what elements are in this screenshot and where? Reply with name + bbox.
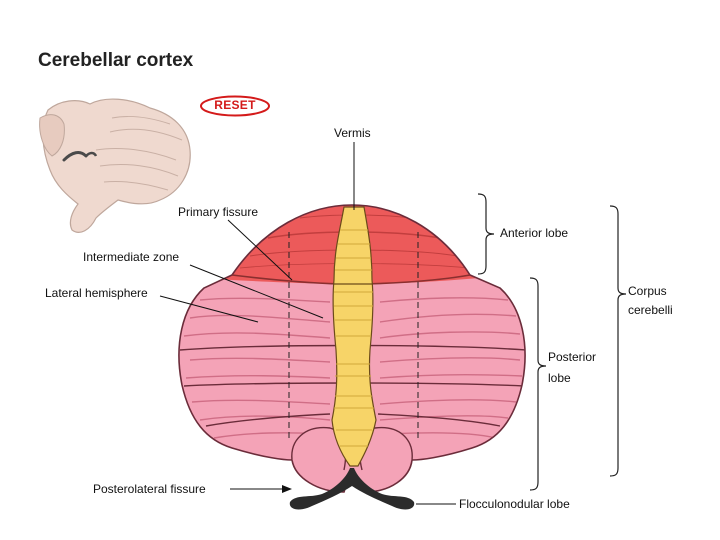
reset-button[interactable]: RESET [214,98,256,112]
page-title: Cerebellar cortex [38,50,194,71]
posterolateral-fissure-label: Posterolateral fissure [93,482,206,496]
reset-button-outline[interactable] [199,95,271,117]
intermediate-zone-label: Intermediate zone [83,250,180,264]
flocculonodular-lobe-label: Flocculonodular lobe [459,497,570,511]
corpus-cerebelli-label-line2: cerebelli [628,303,673,317]
corpus-cerebelli-label-line1: Corpus [628,284,667,298]
cerebellum-brainstem-thumbnail-icon [39,98,191,233]
primary-fissure-label: Primary fissure [178,205,259,219]
anterior-lobe-label: Anterior lobe [500,226,569,240]
posterior-lobe-label-line2: lobe [548,371,571,385]
lateral-hemisphere-label: Lateral hemisphere [45,286,148,300]
vermis-label: Vermis [334,126,371,140]
posterior-lobe-label-line1: Posterior [548,350,597,364]
